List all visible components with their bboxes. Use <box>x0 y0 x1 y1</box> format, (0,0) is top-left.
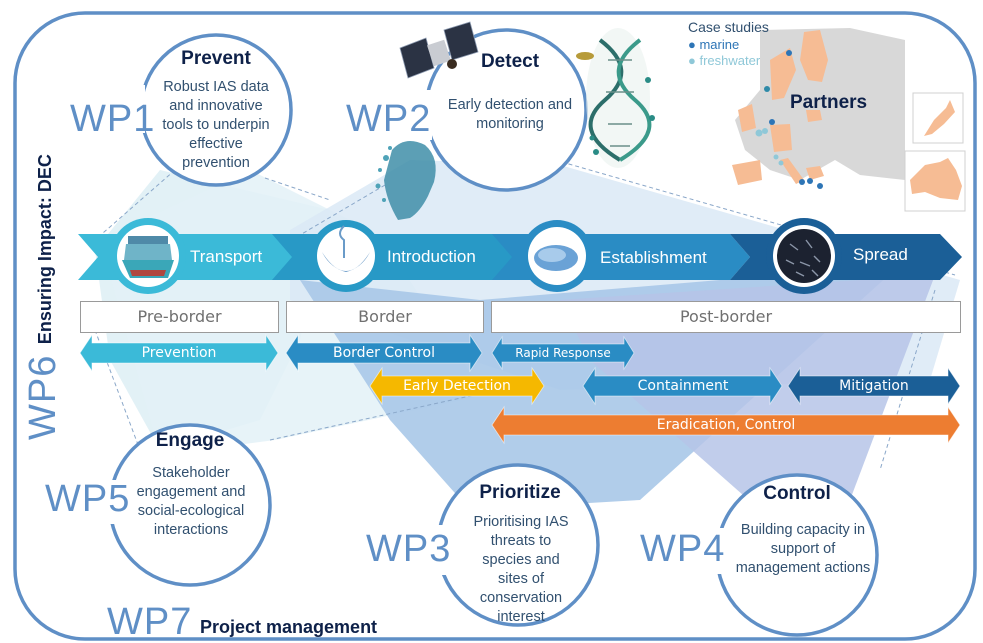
stage-label-establishment: Establishment <box>600 248 707 267</box>
wp5-description: Stakeholder engagement and social-ecolog… <box>136 465 246 538</box>
ai-face-icon <box>375 141 436 220</box>
wp3-label: WP3 <box>366 528 452 570</box>
case-study-dots <box>755 50 823 189</box>
wp4-title: Control <box>763 483 831 504</box>
new-zealand-inset <box>912 92 964 144</box>
wp1-description: Robust IAS data and innovative tools to … <box>162 79 270 171</box>
wp6-title: Ensuring Impact: DEC <box>35 154 55 345</box>
wp3-title: Prioritize <box>479 482 561 503</box>
satellite-icon <box>399 21 479 79</box>
uk <box>738 104 756 132</box>
stage-label-spread: Spread <box>853 245 908 264</box>
arrow-prevention <box>79 333 279 373</box>
arrow-rapid-response <box>491 335 635 371</box>
arrow-label-mitigation: Mitigation <box>839 378 909 394</box>
wp2-label: WP2 <box>346 98 432 140</box>
wp6-vertical-label: WP6 Ensuring Impact: DEC <box>22 154 64 440</box>
wp5-title: Engage <box>155 430 225 451</box>
legend-item-freshwater: ● freshwater <box>688 53 761 68</box>
map-legend-title: Case studies <box>688 19 769 35</box>
container-ship-icon <box>122 236 174 278</box>
outer-frame <box>13 11 977 641</box>
norway <box>770 48 796 100</box>
arrow-label-containment: Containment <box>637 378 729 394</box>
greece <box>806 166 824 180</box>
black-seeds-icon <box>777 229 831 283</box>
legend-label-freshwater: freshwater <box>699 53 761 68</box>
europe-map <box>732 28 905 185</box>
wp2-description: Early detection and monitoring <box>447 97 573 132</box>
lithuania <box>806 110 822 122</box>
wp7-label: WP7 <box>107 601 193 643</box>
arrow-label-rapid-response: Rapid Response <box>515 346 611 360</box>
arrow-mitigation <box>787 366 961 406</box>
arrow-containment <box>582 366 783 406</box>
wp6-label: WP6 <box>22 354 64 440</box>
zone-border: Border <box>286 301 484 333</box>
zone-post-border: Post-border <box>491 301 961 333</box>
arrow-early-detection <box>369 366 545 406</box>
zone-pre-border: Pre-border <box>80 301 279 333</box>
arrow-eradication-control <box>491 405 961 445</box>
wp2-title: Detect <box>480 51 540 72</box>
germany <box>770 124 792 152</box>
legend-item-marine: ● marine <box>688 37 740 52</box>
hook-jellyfish-icon <box>322 225 370 272</box>
wp4-label: WP4 <box>640 528 726 570</box>
wp4-description: Building capacity in support of manageme… <box>735 522 871 576</box>
finland <box>800 30 828 82</box>
wp3-description: Prioritising IAS threats to species and … <box>473 514 569 625</box>
wp1-label: WP1 <box>70 98 156 140</box>
legend-label-marine: marine <box>699 37 740 52</box>
arrow-border-control <box>285 333 483 373</box>
arrow-label-early-detection: Early Detection <box>403 378 511 394</box>
arrow-label-border-control: Border Control <box>333 345 435 361</box>
map-title-partners: Partners <box>790 92 868 113</box>
wp7-title: Project management <box>200 617 378 637</box>
stage-label-introduction: Introduction <box>387 247 476 266</box>
stage-image-circles <box>110 218 842 294</box>
mussel-icon <box>534 245 578 271</box>
stage-label-transport: Transport <box>190 247 263 266</box>
arrow-label-prevention: Prevention <box>141 345 217 361</box>
australia-inset <box>904 150 966 212</box>
italy <box>780 158 804 184</box>
arrow-label-eradication-control: Eradication, Control <box>656 417 796 433</box>
wp1-title: Prevent <box>181 48 251 69</box>
wp5-label: WP5 <box>45 478 131 520</box>
spain <box>732 160 762 185</box>
dna-nature-icon <box>576 28 655 168</box>
